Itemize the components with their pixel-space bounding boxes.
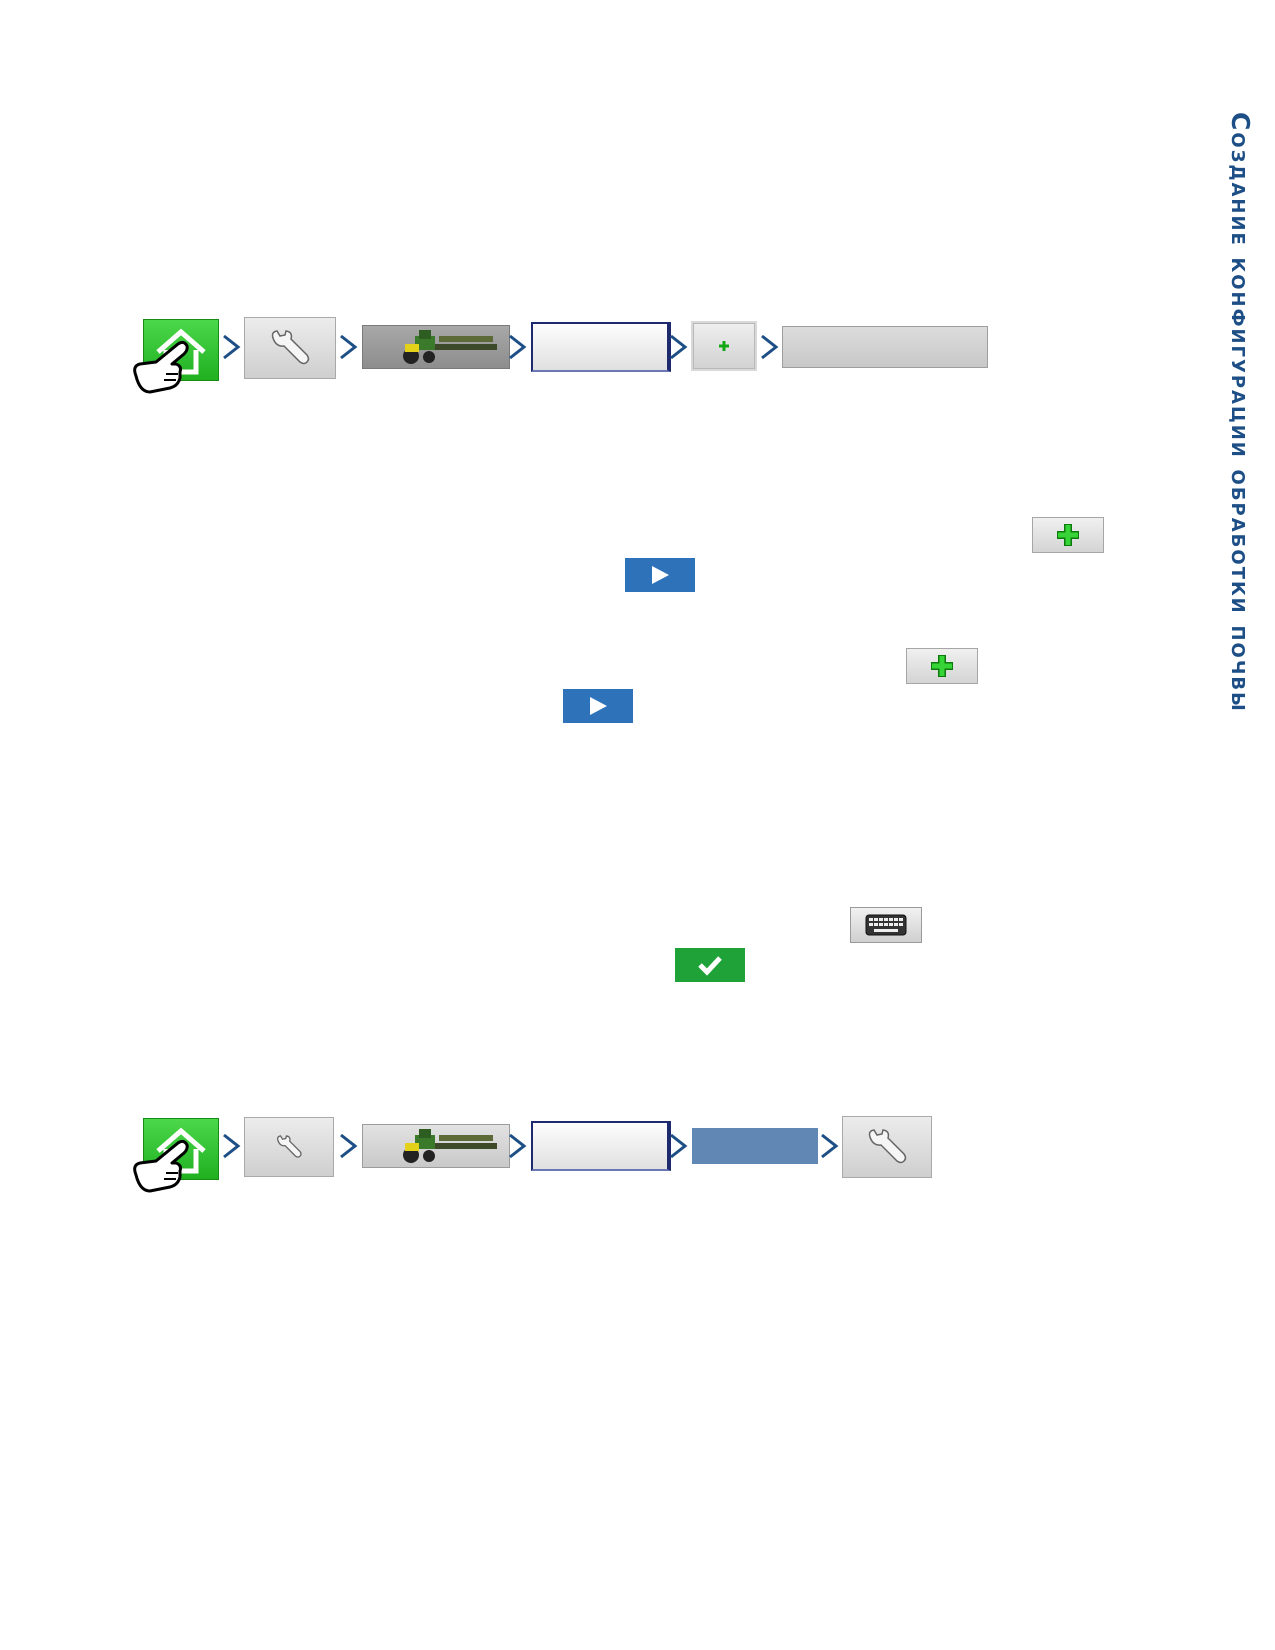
play-icon — [590, 697, 607, 715]
next-button-inline — [563, 689, 633, 723]
plus-icon — [719, 341, 729, 351]
accept-button-inline — [675, 948, 745, 982]
add-button-inline — [1032, 517, 1104, 553]
side-title: Создание конфигурации обработки почвы — [1226, 112, 1255, 713]
equipment-button[interactable] — [362, 325, 510, 369]
play-icon — [652, 566, 669, 584]
next-button-inline — [625, 558, 695, 592]
chevron-right-icon — [340, 334, 358, 360]
tractor-implement-icon — [403, 1129, 497, 1163]
selected-configuration-bar[interactable] — [692, 1128, 818, 1164]
hand-pointer-icon — [133, 1139, 189, 1193]
hand-pointer-icon — [133, 340, 189, 394]
wrench-icon — [271, 330, 310, 365]
chevron-right-icon — [223, 334, 241, 360]
chevron-right-icon — [223, 1133, 241, 1159]
selection-bar[interactable] — [782, 326, 988, 368]
configuration-setup-button[interactable] — [842, 1116, 932, 1178]
equipment-button[interactable] — [362, 1124, 510, 1168]
setup-button[interactable] — [244, 1117, 334, 1177]
chevron-right-icon — [670, 1133, 688, 1159]
checkmark-icon — [698, 956, 722, 976]
chevron-right-icon — [761, 334, 779, 360]
tractor-implement-icon — [403, 330, 497, 364]
add-button[interactable] — [693, 323, 755, 369]
configuration-tab-button[interactable] — [531, 1121, 671, 1171]
chevron-right-icon — [821, 1133, 839, 1159]
keyboard-icon — [865, 914, 907, 936]
plus-icon — [1057, 524, 1079, 546]
setup-button[interactable] — [244, 317, 336, 379]
wrench-icon — [276, 1135, 302, 1158]
plus-icon — [931, 655, 953, 677]
chevron-right-icon — [509, 1133, 527, 1159]
add-button-inline — [906, 648, 978, 684]
configuration-tab-button[interactable] — [531, 322, 671, 372]
chevron-right-icon — [340, 1133, 358, 1159]
chevron-right-icon — [670, 334, 688, 360]
chevron-right-icon — [509, 334, 527, 360]
wrench-icon — [868, 1129, 907, 1164]
keyboard-button-inline — [850, 907, 922, 943]
